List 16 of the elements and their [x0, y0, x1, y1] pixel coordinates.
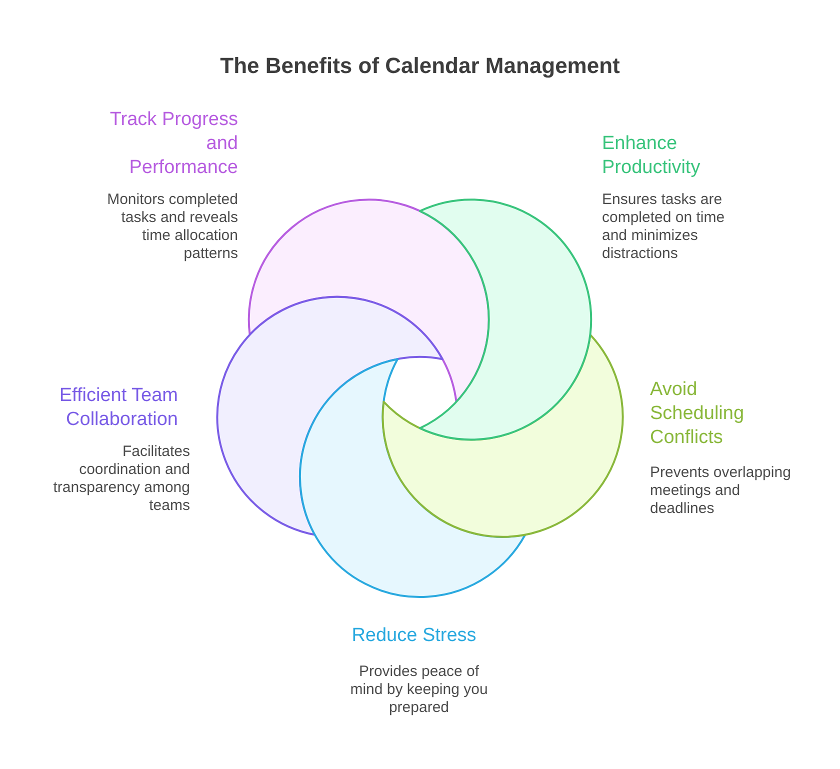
benefit-heading: Reduce Stress [350, 624, 478, 648]
crescent-shape [419, 198, 592, 440]
benefit-description: Monitors completed tasks and reveals time allocation patterns [106, 191, 238, 263]
benefit-heading: Track Progress and Performance [108, 108, 238, 180]
benefit-description: Facilitates coordination and transparency among teams [52, 443, 190, 515]
benefit-heading: Enhance Productivity [602, 132, 702, 180]
crescent-shape [248, 198, 490, 403]
crescent-shape [382, 334, 624, 538]
diagram-title: The Benefits of Calendar Management [220, 53, 620, 78]
benefit-description: Ensures tasks are completed on time and minimizes distractions [602, 191, 726, 263]
crescent-shape [216, 296, 444, 536]
crescent-shape [299, 358, 526, 598]
benefit-heading: Efficient Team Collaboration [58, 384, 178, 432]
benefit-heading: Avoid Scheduling Conflicts [650, 378, 746, 450]
benefit-description: Prevents overlapping meetings and deadlines [650, 464, 792, 518]
benefit-description: Provides peace of mind by keeping you prepared [349, 663, 489, 717]
